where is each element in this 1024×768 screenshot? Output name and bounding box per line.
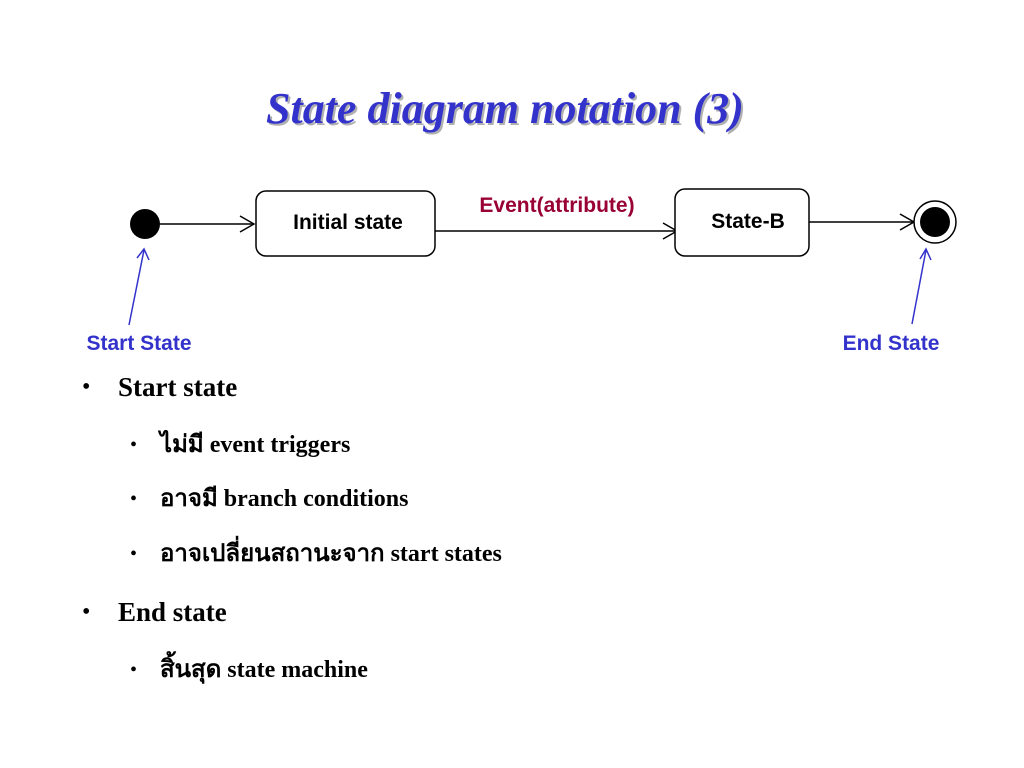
transition-state-b-to-end — [809, 213, 916, 231]
state-b-box: State-B — [674, 188, 810, 257]
bullet-end-state: • End state — [82, 596, 227, 628]
bullet-text: End state — [118, 597, 227, 627]
sub-bullet: • อาจเปลี่ยนสถานะจาก start states — [130, 539, 502, 569]
bullet-marker: • — [130, 543, 138, 565]
bullet-marker: • — [82, 374, 91, 400]
sub-bullet-text: อาจมี branch conditions — [160, 486, 409, 512]
state-b-label: State-B — [711, 210, 785, 233]
sub-bullet-text: สิ้นสุด state machine — [160, 657, 368, 683]
sub-bullet-text: ไม่มี event triggers — [160, 432, 351, 458]
bullet-marker: • — [130, 434, 138, 456]
start-state-callout: Start State — [86, 332, 191, 355]
end-state-pointer — [911, 247, 932, 325]
sub-bullet-text: อาจเปลี่ยนสถานะจาก start states — [160, 541, 502, 567]
initial-state-box: Initial state — [255, 190, 436, 257]
event-label: Event(attribute) — [479, 194, 634, 217]
transition-initial-to-state-b — [435, 222, 679, 240]
bullet-marker: • — [130, 488, 138, 510]
slide-title: State diagram notation (3) — [266, 84, 744, 133]
bullet-marker: • — [130, 659, 138, 681]
bullet-text: Start state — [118, 372, 238, 402]
sub-bullet: • อาจมี branch conditions — [130, 484, 409, 514]
end-state-callout: End State — [843, 332, 940, 355]
start-state-dot — [130, 209, 160, 239]
sub-bullet: • ไม่มี event triggers — [130, 430, 351, 460]
bullet-start-state: • Start state — [82, 371, 238, 403]
initial-state-label: Initial state — [293, 211, 403, 234]
end-state-bullseye — [913, 200, 957, 244]
bullet-marker: • — [82, 599, 91, 625]
start-state-pointer — [128, 247, 150, 326]
transition-start-to-initial — [160, 215, 256, 233]
sub-bullet: • สิ้นสุด state machine — [130, 655, 368, 685]
